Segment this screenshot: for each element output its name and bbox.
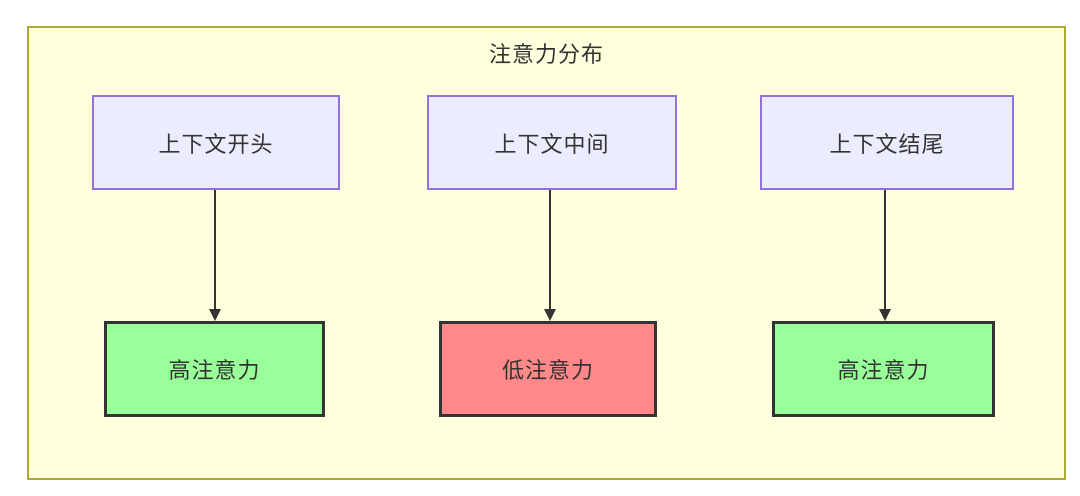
node-context-end: 上下文结尾 (760, 95, 1014, 190)
edge-end-to-high-line (884, 190, 886, 310)
edge-middle-to-low-line (549, 190, 551, 310)
node-context-start: 上下文开头 (92, 95, 340, 190)
node-context-middle-label: 上下文中间 (494, 131, 610, 157)
edge-start-to-high-line (214, 190, 216, 310)
arrowhead-icon (879, 309, 891, 321)
node-context-start-label: 上下文开头 (158, 131, 274, 157)
subgraph-attention-distribution: 注意力分布 上下文开头 上下文中间 上下文结尾 高注意力 低注意力 高注意力 (27, 26, 1066, 480)
arrowhead-icon (209, 309, 221, 321)
node-high-attention-right-label: 高注意力 (837, 358, 930, 383)
node-high-attention-left: 高注意力 (104, 321, 325, 417)
node-context-middle: 上下文中间 (427, 95, 677, 190)
node-low-attention-label: 低注意力 (501, 358, 594, 383)
node-high-attention-right: 高注意力 (772, 321, 995, 417)
arrowhead-icon (544, 309, 556, 321)
node-context-end-label: 上下文结尾 (829, 131, 945, 157)
diagram-title: 注意力分布 (488, 42, 604, 67)
node-low-attention: 低注意力 (439, 321, 657, 417)
node-high-attention-left-label: 高注意力 (168, 358, 261, 383)
